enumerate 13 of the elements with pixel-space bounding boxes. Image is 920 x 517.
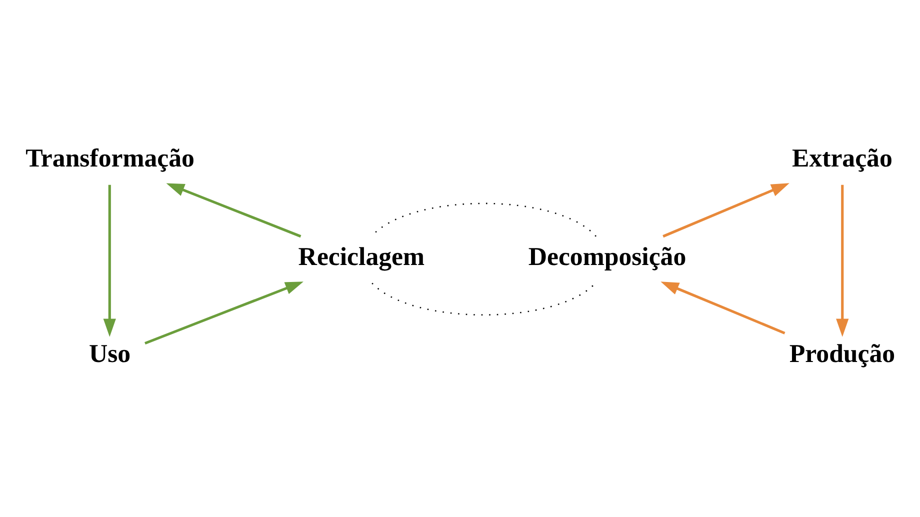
arrow <box>166 182 301 238</box>
node-text: Transformação <box>25 143 194 172</box>
arrow <box>662 182 789 238</box>
node-text: Reciclagem <box>298 241 424 270</box>
node-text: Produção <box>788 338 895 368</box>
node-text: Decomposição <box>528 241 686 270</box>
arrow <box>144 281 303 344</box>
arrow <box>102 184 116 336</box>
node-text: Extração <box>791 143 892 172</box>
arrow <box>836 184 848 336</box>
arrow <box>660 281 785 334</box>
connector <box>371 282 596 315</box>
node-text: Uso <box>88 338 130 368</box>
